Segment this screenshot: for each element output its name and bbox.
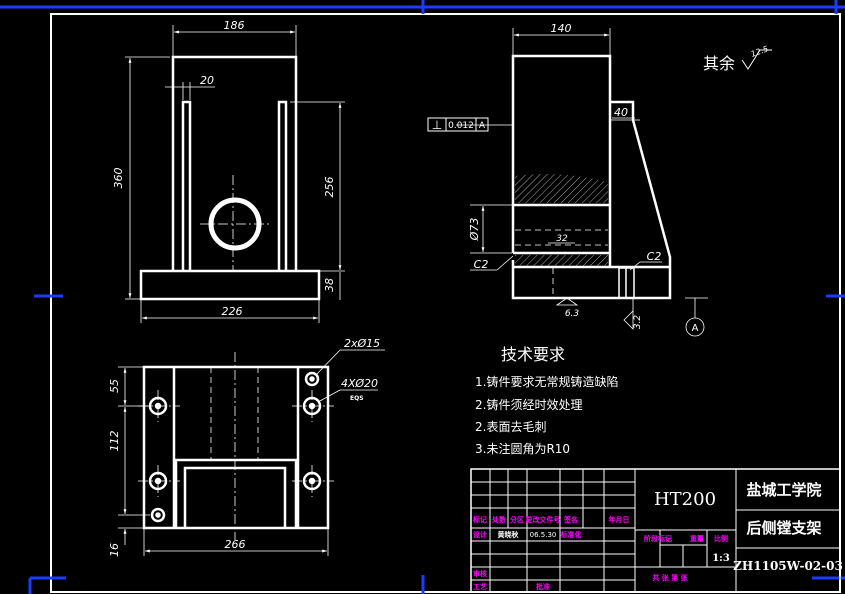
tech-item-4: 3.未注圆角为R10	[475, 441, 570, 456]
dim-plan-16: 16	[108, 543, 121, 557]
tb-part-name: 后侧镗支架	[746, 519, 821, 537]
tech-item-2: 2.铸件须经时效处理	[475, 397, 582, 412]
plan-dimensions	[118, 349, 385, 556]
plan-hidden-lines	[210, 367, 259, 460]
tech-item-1: 1.铸件要求无常规铸造缺陷	[475, 374, 618, 389]
tb-h-1: 处数	[491, 515, 507, 524]
dim-bore: Ø73	[468, 218, 481, 242]
dim-plan-width: 266	[225, 538, 246, 551]
tb-sheet-label: 共 张 第 张	[652, 573, 688, 582]
tb-h-4: 签名	[563, 515, 578, 524]
tb-h-3: 更改文件号	[526, 515, 561, 524]
tb-h-5: 年月日	[609, 515, 630, 524]
tol-datum: A	[479, 121, 486, 131]
tb-weight-label: 重量	[690, 534, 704, 543]
tb-design-date: 06.5.30	[530, 531, 557, 539]
tb-design-label: 设计	[473, 530, 487, 539]
dim-plan-112: 112	[108, 431, 121, 452]
front-view	[139, 55, 321, 301]
dim-plan-55: 55	[108, 379, 121, 393]
plan-view	[142, 365, 330, 530]
hole-large-3	[148, 471, 168, 491]
tol-value: 0.012	[448, 121, 474, 131]
drawing-frame	[50, 13, 841, 593]
datum-label: A	[692, 323, 699, 334]
perpendicularity-frame	[427, 117, 489, 132]
tb-design-name: 黄晓秋	[498, 530, 520, 539]
dim-side-rib: 40	[614, 106, 628, 119]
front-centerlines	[200, 175, 270, 270]
side-dimensions	[456, 28, 708, 337]
roughness-note-label: 其余	[703, 54, 735, 73]
tb-process-label: 工艺	[473, 582, 487, 591]
dim-chamfer-left: C2	[474, 258, 489, 271]
plan-centerlines	[138, 352, 334, 540]
front-dimensions	[125, 25, 345, 323]
dim-front-width-top: 186	[224, 19, 245, 32]
dim-front-height: 360	[112, 168, 125, 189]
holes-small-callout: 2xØ15	[344, 337, 380, 350]
hole-small-1	[304, 371, 320, 387]
dim-bore-fit: 32	[556, 234, 568, 244]
side-view	[511, 54, 672, 300]
title-block	[470, 468, 841, 593]
tb-scale-value: 1:3	[712, 553, 730, 564]
side-hatching	[515, 174, 608, 266]
dim-side-width: 140	[551, 22, 572, 35]
tb-h-2: 分区	[510, 515, 524, 524]
rough-datum: 3.2	[633, 315, 643, 330]
dim-chamfer-right: C2	[647, 250, 662, 263]
side-hidden-lines	[515, 229, 608, 297]
tb-stage-label: 阶段标记	[644, 534, 672, 543]
tech-item-3: 2.表面去毛刺	[475, 420, 546, 434]
tb-material: HT200	[654, 489, 716, 510]
dim-front-inner: 256	[323, 177, 336, 198]
dim-front-base-width: 226	[222, 305, 243, 318]
tb-school: 盐城工学院	[746, 481, 821, 499]
roughness-symbol	[741, 49, 772, 70]
tb-approve-label: 批准	[536, 582, 550, 591]
dim-front-base: 38	[323, 278, 336, 292]
holes-large-callout: 4XØ20	[341, 377, 378, 390]
tb-std-label: 标准化	[560, 530, 582, 539]
tol-symbol: ⊥	[432, 118, 442, 132]
roughness-note-value: 12.5	[750, 44, 770, 59]
tech-title: 技术要求	[501, 345, 565, 364]
hole-small-2	[150, 507, 166, 523]
hole-large-2	[302, 396, 322, 416]
tb-h-0: 标记	[472, 515, 487, 524]
hole-large-4	[302, 471, 322, 491]
plan-holes	[148, 371, 322, 523]
holes-eqs: EQS	[350, 395, 364, 402]
tb-review-label: 审核	[473, 569, 487, 578]
tb-drawing-no: ZH1105W-02-03	[733, 559, 843, 573]
rough-bottom: 6.3	[565, 309, 580, 319]
tb-scale-label: 比例	[714, 534, 728, 543]
dim-front-wall: 20	[200, 74, 214, 87]
